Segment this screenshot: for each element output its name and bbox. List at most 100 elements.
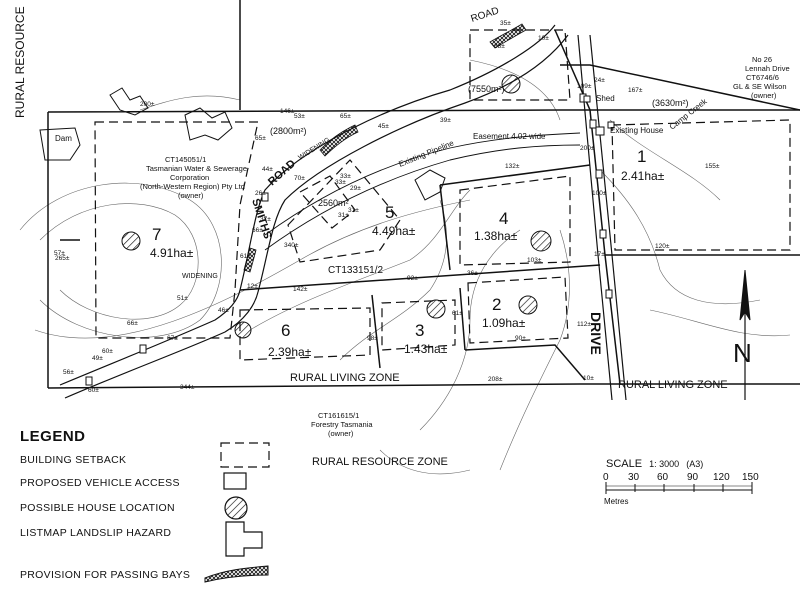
scale-unit: Metres: [604, 497, 628, 506]
title-note: GL & SE Wilson: [733, 82, 787, 91]
dimension-label: 265±: [55, 255, 70, 262]
road-label: ROAD: [470, 5, 501, 24]
area-label: (3630m²): [652, 98, 689, 108]
dimension-label: 39±: [440, 117, 451, 124]
dimension-label: 44±: [262, 166, 273, 173]
feature-label: Existing House: [610, 126, 664, 135]
dimension-label: 60±: [88, 387, 99, 394]
passing-bay-symbol: [204, 565, 269, 583]
dimension-label: 200±: [580, 145, 595, 152]
dimension-label: 146±: [280, 108, 295, 115]
house-location-symbol: [224, 496, 248, 520]
feature-label: Existing Pipeline: [397, 138, 455, 169]
dimension-label: 61±: [452, 310, 463, 317]
legend-symbols: [204, 442, 270, 583]
lot-number: 4: [499, 209, 508, 228]
dimension-label: 26±: [255, 190, 266, 197]
north-arrow: [739, 269, 751, 400]
feature-label: Shed: [596, 94, 615, 103]
dimension-label: 12±: [247, 283, 258, 290]
dimension-label: 70±: [294, 175, 305, 182]
setback-symbol: [220, 442, 270, 468]
area-label: (2800m²): [270, 126, 307, 136]
road-label: WIDENING: [182, 273, 218, 280]
lot-number: 2: [492, 295, 501, 314]
scale-sheet: (A3): [686, 459, 704, 469]
title-note: CT133151/2: [328, 265, 383, 276]
title-note: (owner): [178, 191, 204, 200]
lot-area: 1.09ha±: [482, 316, 526, 330]
feature-label: Dam: [55, 134, 72, 143]
dimension-label: 49±: [92, 355, 103, 362]
dimension-label: 38±: [494, 43, 505, 50]
title-note: (owner): [328, 429, 354, 438]
feature-label: Easement 4.02 wide: [473, 132, 546, 141]
dimension-label: 109±: [577, 83, 592, 90]
zone-label: RURAL LIVING ZONE: [618, 379, 728, 391]
road-label: DRIVE: [588, 312, 604, 355]
lot-number: 3: [415, 321, 424, 340]
dimension-label: 142±: [293, 286, 308, 293]
dimension-labels: 200±65±146±53±65±45±39±38±35±10±24±167±1…: [54, 20, 720, 394]
dimension-label: 200±: [140, 101, 155, 108]
dimension-label: 100±: [592, 190, 607, 197]
legend-item: LISTMAP LANDSLIP HAZARD: [20, 527, 172, 539]
title-note: CT6746/6: [746, 73, 779, 82]
title-note: Lennah Drive: [745, 64, 790, 73]
area-label: (7550m²): [468, 84, 505, 94]
dimension-label: 10±: [583, 375, 594, 382]
contour-lines: [19, 59, 791, 475]
title-note: No 26: [752, 55, 772, 64]
passing-bays: [243, 23, 527, 273]
scale-tick: 90: [687, 472, 699, 483]
dimension-label: 37±: [260, 216, 271, 223]
lot-number: 5: [385, 203, 394, 222]
dimension-label: 120±: [655, 243, 670, 250]
dimension-label: 33±: [340, 173, 351, 180]
dimension-label: 57±: [54, 250, 65, 257]
dimension-label: 66±: [252, 227, 263, 234]
landslip-symbol: [225, 521, 263, 557]
landslip-hazard-areas: [39, 87, 446, 201]
lot-area: 4.49ha±: [372, 224, 416, 238]
title-notes: CT145051/1 Tasmanian Water & Sewerage Co…: [140, 55, 790, 438]
dimension-label: 46±: [218, 307, 229, 314]
lot-area: 4.91ha±: [150, 246, 194, 260]
dimension-label: 92±: [407, 275, 418, 282]
title-note: (owner): [751, 91, 777, 100]
dimension-label: 51±: [177, 295, 188, 302]
dimension-label: 155±: [705, 163, 720, 170]
dimension-label: 61±: [240, 253, 251, 260]
scale-tick: 30: [628, 472, 640, 483]
dimension-label: 90±: [515, 335, 526, 342]
dimension-label: 65±: [340, 113, 351, 120]
legend-item: PROPOSED VEHICLE ACCESS: [20, 477, 180, 489]
scale-bar: [605, 482, 753, 494]
dimension-label: 29±: [350, 185, 361, 192]
property-boundaries: [47, 0, 800, 389]
title-note: Corporation: [170, 173, 209, 182]
lot-area: 2.39ha±: [268, 345, 312, 359]
dimension-label: 36±: [467, 270, 478, 277]
vehicle-access-symbol: [223, 472, 247, 490]
house-location-markers: [121, 74, 552, 339]
dimension-label: 132±: [505, 163, 520, 170]
scale-title: SCALE 1: 3000 (A3): [606, 458, 703, 470]
dimension-label: 53±: [294, 113, 305, 120]
dimension-label: 10±: [538, 35, 549, 42]
title-note: CT145051/1: [165, 155, 206, 164]
lot-area: 1.38ha±: [474, 229, 518, 243]
scale-label: SCALE: [606, 458, 643, 470]
lot-area: 2.41ha±: [621, 169, 665, 183]
dimension-label: 103±: [527, 257, 542, 264]
zone-label: RURAL RESOURCE: [13, 6, 27, 118]
vehicle-access-markers: [85, 93, 613, 386]
legend-title: LEGEND: [20, 428, 86, 445]
legend-item: PROVISION FOR PASSING BAYS: [20, 569, 191, 581]
lot-number: 7: [152, 225, 161, 244]
dimension-label: 60±: [102, 348, 113, 355]
legend-item: BUILDING SETBACK: [20, 454, 127, 466]
title-note: (North-Western Region) Pty Ltd: [140, 182, 245, 191]
dimension-label: 33±: [335, 179, 346, 186]
